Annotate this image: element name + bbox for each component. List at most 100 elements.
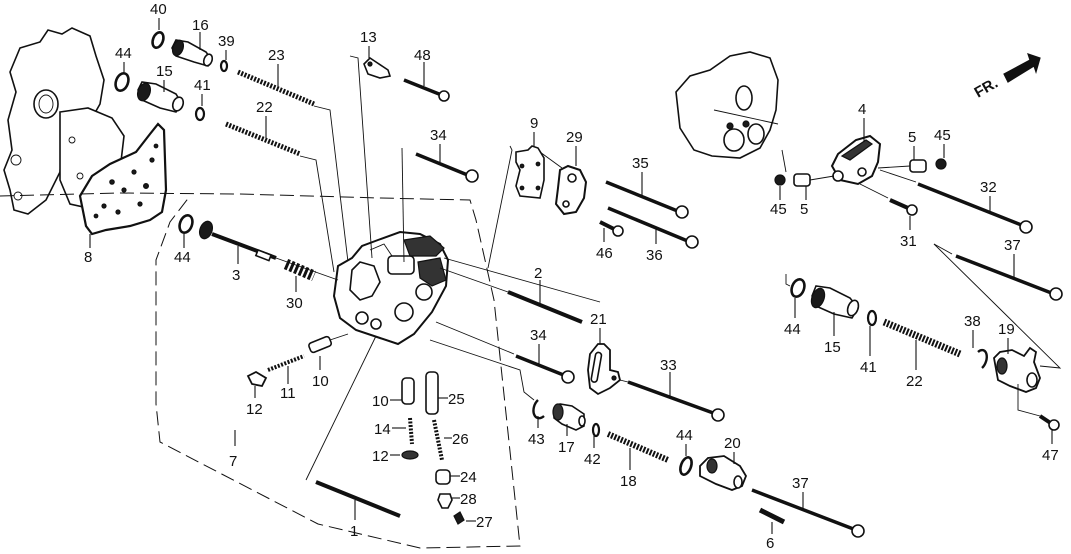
callout-47: 47 <box>1042 447 1059 464</box>
callout-36: 36 <box>646 247 663 264</box>
callout-28: 28 <box>460 491 477 508</box>
callout-37-lower: 37 <box>792 475 809 492</box>
bolt-47 <box>1038 414 1060 431</box>
callout-43: 43 <box>528 431 545 448</box>
callout-10-center: 10 <box>372 393 389 410</box>
dowel-6 <box>758 507 786 525</box>
callout-35: 35 <box>632 155 649 172</box>
plug-28 <box>437 493 453 509</box>
callout-45-left: 45 <box>770 201 787 218</box>
accumulator-cover-4 <box>830 134 882 186</box>
ball-45-left <box>774 174 786 186</box>
cap-24 <box>435 469 451 485</box>
callout-9: 9 <box>530 115 538 132</box>
bolt-48 <box>403 78 450 102</box>
bolt-36 <box>607 206 699 249</box>
callout-37-top: 37 <box>1004 237 1021 254</box>
valve-25 <box>425 371 439 415</box>
valve-body <box>332 230 450 346</box>
callout-5-left: 5 <box>800 201 808 218</box>
callout-40: 40 <box>150 1 167 18</box>
o-ring-44-lower <box>679 456 693 476</box>
callout-24: 24 <box>460 469 477 486</box>
callout-12-center: 12 <box>372 448 389 465</box>
callout-31: 31 <box>900 233 917 250</box>
callout-30: 30 <box>286 295 303 312</box>
cap-5-left <box>793 173 811 187</box>
o-ring-41-top <box>194 106 206 122</box>
callout-44-left: 44 <box>174 249 191 266</box>
callout-34-top: 34 <box>430 127 447 144</box>
callout-1: 1 <box>350 523 358 540</box>
fr-label: FR. <box>972 75 1001 102</box>
callout-18: 18 <box>620 473 637 490</box>
o-ring-42 <box>591 422 601 438</box>
valve-10-center <box>401 377 415 405</box>
gasket-plate-9 <box>515 145 545 199</box>
callout-41-top: 41 <box>194 77 211 94</box>
bolt-34-lower <box>515 354 575 384</box>
o-ring-44-right <box>790 277 806 299</box>
snap-ring-43 <box>532 399 545 420</box>
separator-plate <box>78 122 168 236</box>
callout-10-left: 10 <box>312 373 329 390</box>
bracket-13 <box>363 56 392 79</box>
sleeve-17 <box>552 403 586 431</box>
callout-16: 16 <box>192 17 209 34</box>
callout-39: 39 <box>218 33 235 50</box>
spring-22-right <box>882 318 962 358</box>
callout-22-top: 22 <box>256 99 273 116</box>
clip-27 <box>453 511 465 525</box>
sleeve-15-top <box>136 81 185 113</box>
o-ring-44-top <box>114 71 130 93</box>
callout-22-right: 22 <box>906 373 923 390</box>
bolt-37-top <box>955 254 1063 301</box>
callout-23: 23 <box>268 47 285 64</box>
callout-11: 11 <box>280 385 296 402</box>
bolt-31 <box>889 198 918 216</box>
callout-38: 38 <box>964 313 981 330</box>
o-ring-41-right <box>866 309 878 327</box>
callout-8: 8 <box>84 249 92 266</box>
spring-30 <box>283 258 317 282</box>
callout-27: 27 <box>476 514 493 531</box>
spring-18 <box>606 431 670 463</box>
sleeve-16 <box>171 39 214 67</box>
accumulator-body-20 <box>699 455 748 491</box>
callout-44-lower: 44 <box>676 427 693 444</box>
callout-20: 20 <box>724 435 741 452</box>
callout-15-top: 15 <box>156 63 173 80</box>
callout-7: 7 <box>229 453 237 470</box>
accumulator-cover-19 <box>993 346 1041 393</box>
callout-6: 6 <box>766 535 774 552</box>
o-ring-44-left <box>178 213 194 235</box>
spring-26 <box>432 419 444 461</box>
callout-34-lower: 34 <box>530 327 547 344</box>
bolt-35 <box>605 180 689 219</box>
callout-13: 13 <box>360 29 377 46</box>
callout-26: 26 <box>452 431 469 448</box>
accumulator-body-29 <box>554 164 588 216</box>
callout-29: 29 <box>566 129 583 146</box>
spring-23 <box>237 69 315 107</box>
callout-2: 2 <box>534 265 542 282</box>
spring-11 <box>267 354 305 372</box>
spring-14 <box>408 417 414 445</box>
cap-5-right <box>909 159 927 173</box>
bolt-32 <box>917 182 1033 234</box>
ball-45-right <box>935 158 947 170</box>
valve-10-left <box>308 335 333 354</box>
pin-1 <box>315 480 401 518</box>
callout-33: 33 <box>660 357 677 374</box>
bolt-34-top <box>415 152 479 183</box>
o-ring-39 <box>219 59 229 73</box>
callout-48: 48 <box>414 47 431 64</box>
fr-direction-arrow: FR. <box>972 53 1041 102</box>
callout-21: 21 <box>590 311 607 328</box>
plate-21 <box>587 343 622 396</box>
callout-44-top: 44 <box>115 45 132 62</box>
o-ring-40 <box>151 30 165 50</box>
bolt-37-lower <box>751 488 865 538</box>
transmission-case-right <box>675 51 779 159</box>
